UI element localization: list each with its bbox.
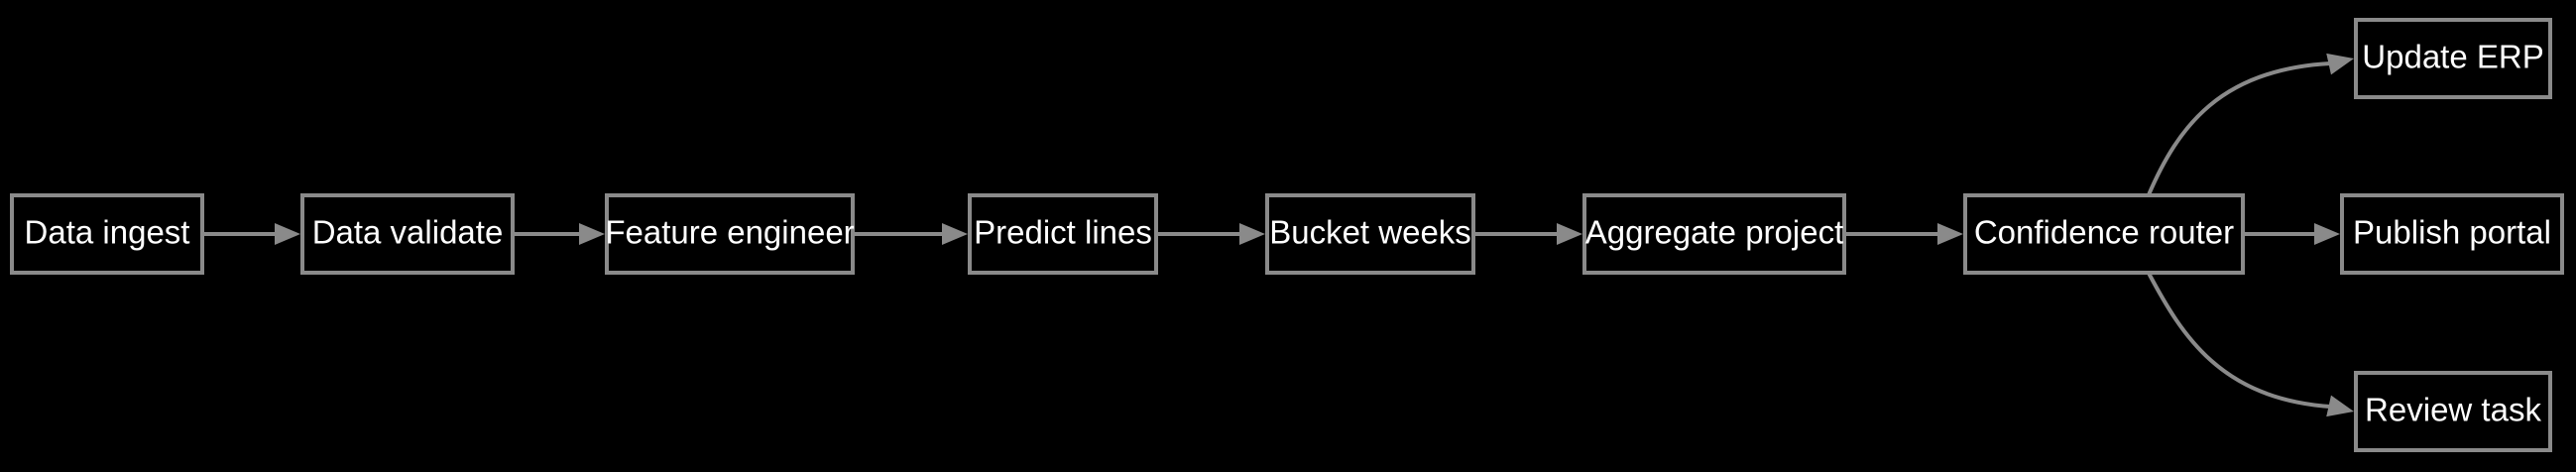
edge-data-validate-to-feature-engineer <box>513 223 605 245</box>
edge-feature-engineer-to-predict-lines <box>853 223 968 245</box>
node-layer: Data ingest Data validate Feature engineer… <box>10 18 2564 452</box>
edge-data-ingest-to-data-validate <box>202 223 300 245</box>
node-box-data-ingest[interactable] <box>10 193 204 275</box>
node-label-data-validate: Data validate <box>312 214 504 251</box>
node-label-bucket-weeks: Bucket weeks <box>1269 214 1471 251</box>
node-confidence-router[interactable]: Confidence router <box>1963 193 2245 275</box>
node-label-confidence-router: Confidence router <box>1974 214 2234 251</box>
node-label-feature-engineer: Feature engineer <box>605 214 854 251</box>
node-label-data-ingest: Data ingest <box>25 214 190 251</box>
node-publish-portal[interactable]: Publish portal <box>2340 193 2564 275</box>
edge-confidence-router-to-publish-portal <box>2243 223 2340 245</box>
edge-confidence-router-to-update-erp <box>2146 53 2354 196</box>
edge-bucket-weeks-to-aggregate-project <box>1473 223 1582 245</box>
node-data-ingest[interactable]: Data ingest <box>10 193 204 275</box>
node-label-publish-portal: Publish portal <box>2353 214 2551 251</box>
node-box-feature-engineer[interactable] <box>605 193 855 275</box>
node-label-aggregate-project: Aggregate project <box>1585 214 1844 251</box>
node-update-erp[interactable]: Update ERP <box>2354 18 2552 99</box>
node-feature-engineer[interactable]: Feature engineer <box>605 193 855 275</box>
node-box-publish-portal[interactable] <box>2340 193 2564 275</box>
edge-layer <box>202 53 2354 417</box>
node-box-review-task[interactable] <box>2354 371 2552 452</box>
node-predict-lines[interactable]: Predict lines <box>968 193 1158 275</box>
node-label-predict-lines: Predict lines <box>974 214 1152 251</box>
node-box-confidence-router[interactable] <box>1963 193 2245 275</box>
node-bucket-weeks[interactable]: Bucket weeks <box>1265 193 1475 275</box>
node-data-validate[interactable]: Data validate <box>300 193 515 275</box>
node-box-predict-lines[interactable] <box>968 193 1158 275</box>
node-label-update-erp: Update ERP <box>2362 39 2543 75</box>
node-aggregate-project[interactable]: Aggregate project <box>1582 193 1846 275</box>
node-label-review-task: Review task <box>2365 392 2541 428</box>
node-box-update-erp[interactable] <box>2354 18 2552 99</box>
edge-aggregate-project-to-confidence-router <box>1844 223 1963 245</box>
node-box-aggregate-project[interactable] <box>1582 193 1846 275</box>
node-review-task[interactable]: Review task <box>2354 371 2552 452</box>
node-box-data-validate[interactable] <box>300 193 515 275</box>
node-box-bucket-weeks[interactable] <box>1265 193 1475 275</box>
edge-confidence-router-to-review-task <box>2147 272 2354 417</box>
edge-predict-lines-to-bucket-weeks <box>1156 223 1265 245</box>
